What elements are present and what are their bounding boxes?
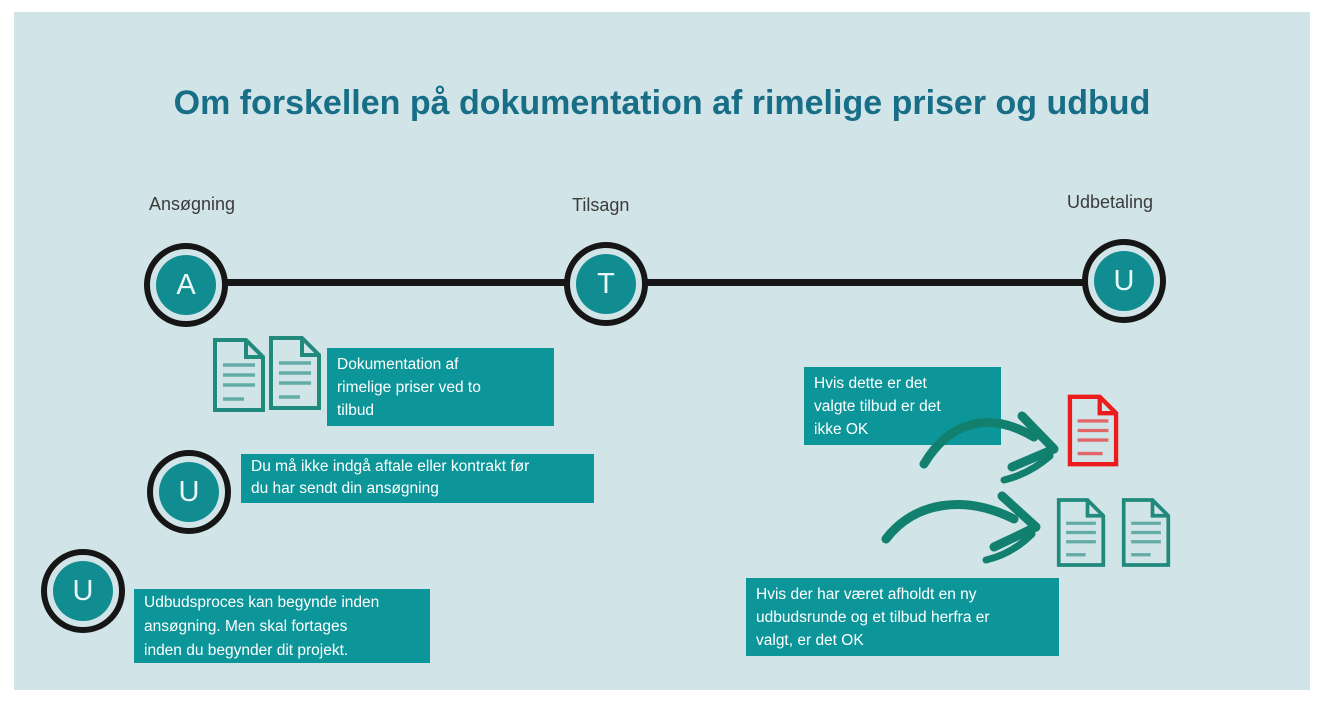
document-icon [213, 338, 265, 412]
diagram-title: Om forskellen på dokumentation af rimeli… [173, 84, 1151, 122]
callout-ok: Hvis der har været afholdt en ny udbudsr… [746, 578, 1059, 656]
document-icon [1056, 498, 1106, 567]
node-letter-a: A [156, 255, 216, 315]
node-letter-u: U [1094, 251, 1154, 311]
document-icon [1121, 498, 1171, 567]
node-letter-u2: U [159, 462, 219, 522]
curved-arrow-icon [919, 411, 1059, 484]
timeline-node-udbetaling: U [1082, 239, 1166, 323]
callout-documentation: Dokumentation af rimelige priser ved to … [327, 348, 554, 426]
node-letter-t: T [576, 254, 636, 314]
rejected-document-icon [1067, 394, 1119, 467]
diagram-canvas: Om forskellen på dokumentation af rimeli… [14, 12, 1310, 690]
stage-label-tilsagn: Tilsagn [572, 195, 630, 215]
callout-not-ok: Hvis dette er det valgte tilbud er det i… [804, 367, 1001, 445]
stage-label-udbetaling: Udbetaling [1067, 192, 1154, 212]
node-udbud-mid: U [147, 450, 231, 534]
document-icon [269, 336, 321, 410]
callout-udbudsproces: Udbudsproces kan begynde inden ansøgning… [134, 589, 430, 663]
timeline-node-ansoegning: A [144, 243, 228, 327]
callout-no-contract: Du må ikke indgå aftale eller kontrakt f… [241, 454, 594, 503]
node-udbud-bottom: U [41, 549, 125, 633]
curved-arrow-icon [881, 491, 1041, 564]
stage-label-ansoegning: Ansøgning [149, 194, 236, 214]
timeline-line [186, 279, 1124, 286]
node-letter-u3: U [53, 561, 113, 621]
timeline-node-tilsagn: T [564, 242, 648, 326]
